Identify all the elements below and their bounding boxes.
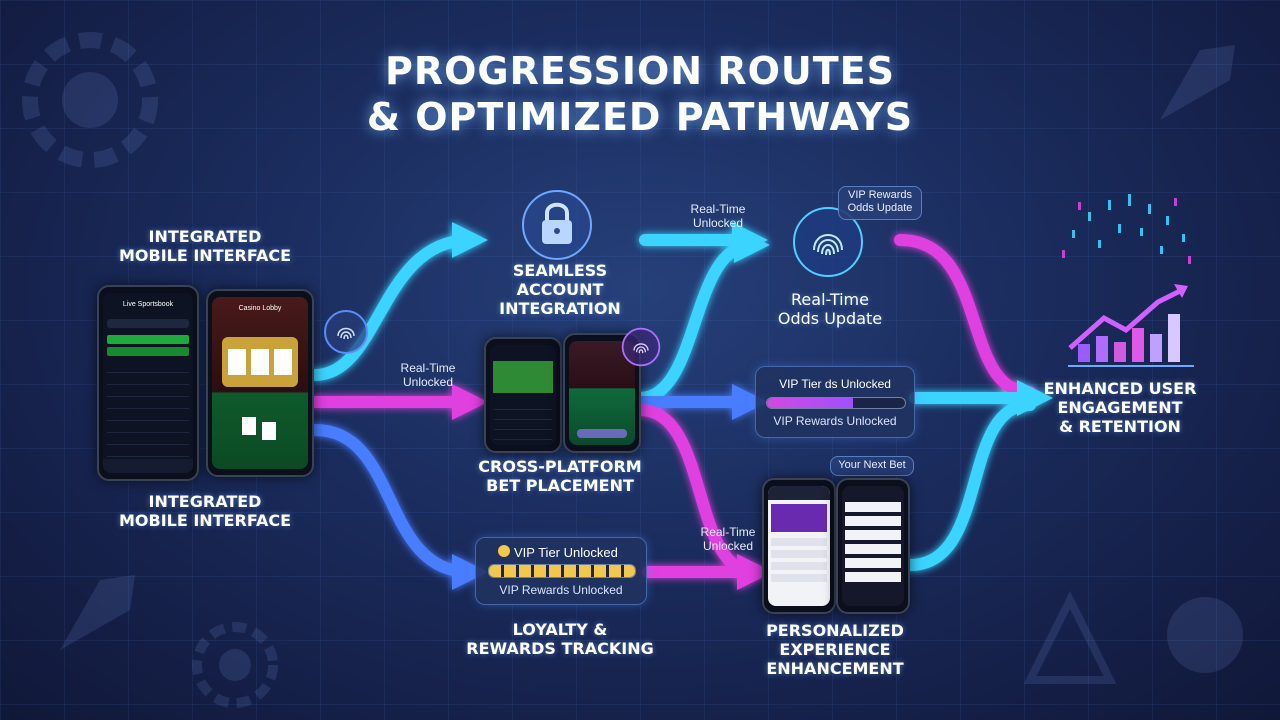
node-mobile-interface-top: INTEGRATED MOBILE INTERFACE — [118, 227, 292, 265]
page-title: PROGRESSION ROUTES & OPTIMIZED PATHWAYS — [0, 48, 1280, 140]
coin-icon — [498, 545, 510, 557]
poker-chip-icon — [22, 32, 158, 168]
casino-header: Casino Lobby — [238, 305, 282, 312]
lock-icon — [522, 190, 592, 260]
node-bet-placement: CROSS-PLATFORM BET PLACEMENT — [478, 457, 642, 495]
poker-chip-icon — [192, 622, 278, 708]
vip-rewards-text: VIP Rewards Unlocked — [499, 583, 623, 597]
edge-label-realtime-unlocked-1: Real-Time Unlocked — [400, 361, 456, 389]
arrow-odds-to-engagement — [894, 234, 1036, 398]
vip-rewards-text: VIP Rewards Unlocked — [773, 414, 897, 428]
edge-label-realtime-unlocked-2: Real-Time Unlocked — [690, 202, 746, 230]
growth-chart-icon — [1062, 194, 1194, 367]
badge-vip-rewards-odds: VIP Rewards Odds Update — [838, 186, 922, 220]
rocket-icon — [1160, 45, 1235, 120]
bet-casino-phone — [563, 333, 641, 453]
casino-phone: Casino Lobby — [206, 289, 314, 477]
shield-icon — [1167, 597, 1243, 673]
title-line-1: PROGRESSION ROUTES — [385, 49, 895, 93]
vip-tier-title: VIP Tier Unlocked — [514, 545, 618, 560]
node-engagement-retention: ENHANCED USER ENGAGEMENT & RETENTION — [1043, 379, 1197, 436]
fingerprint-icon — [793, 207, 863, 277]
arrow-mobile-to-loyalty — [309, 424, 488, 590]
edge-label-realtime-unlocked-3: Real-Time Unlocked — [700, 525, 756, 553]
rocket-icon — [60, 575, 135, 650]
a-logo-icon — [1023, 591, 1117, 684]
node-loyalty-tracking: LOYALTY & REWARDS TRACKING — [466, 620, 654, 658]
arrow-mobile-to-account — [309, 222, 488, 381]
node-personalized-experience: PERSONALIZED EXPERIENCE ENHANCEMENT — [766, 621, 904, 678]
node-mobile-interface-bottom: INTEGRATED MOBILE INTERFACE — [118, 492, 292, 530]
sportsbook-header: Live Sportsbook — [122, 301, 174, 308]
title-line-2: & OPTIMIZED PATHWAYS — [366, 95, 914, 139]
badge-your-next-bet: Your Next Bet — [830, 456, 914, 476]
vip-tier-title: VIP Tier ds Unlocked — [779, 377, 891, 391]
sportsbook-phone: Live Sportsbook — [97, 285, 199, 481]
fingerprint-icon — [324, 310, 368, 354]
vip-progress-bar — [766, 397, 906, 409]
arrow-personalized-to-engagement — [904, 399, 1036, 571]
bet-sports-phone — [484, 337, 562, 453]
personalized-phone-2 — [836, 478, 910, 614]
arrow-bet-to-odds — [634, 227, 770, 404]
vip-tier-card-loyalty: VIP Tier Unlocked VIP Rewards Unlocked — [475, 537, 647, 605]
node-account-integration: SEAMLESS ACCOUNT INTEGRATION — [499, 261, 621, 318]
arrow-bet-to-personalized — [634, 404, 773, 590]
personalized-phone-1 — [762, 478, 836, 614]
vip-tier-card-mid: VIP Tier ds Unlocked VIP Rewards Unlocke… — [755, 366, 915, 438]
node-odds-update: Real-Time Odds Update — [777, 290, 883, 328]
fingerprint-icon — [621, 327, 661, 367]
vip-progress-bar — [488, 564, 636, 578]
